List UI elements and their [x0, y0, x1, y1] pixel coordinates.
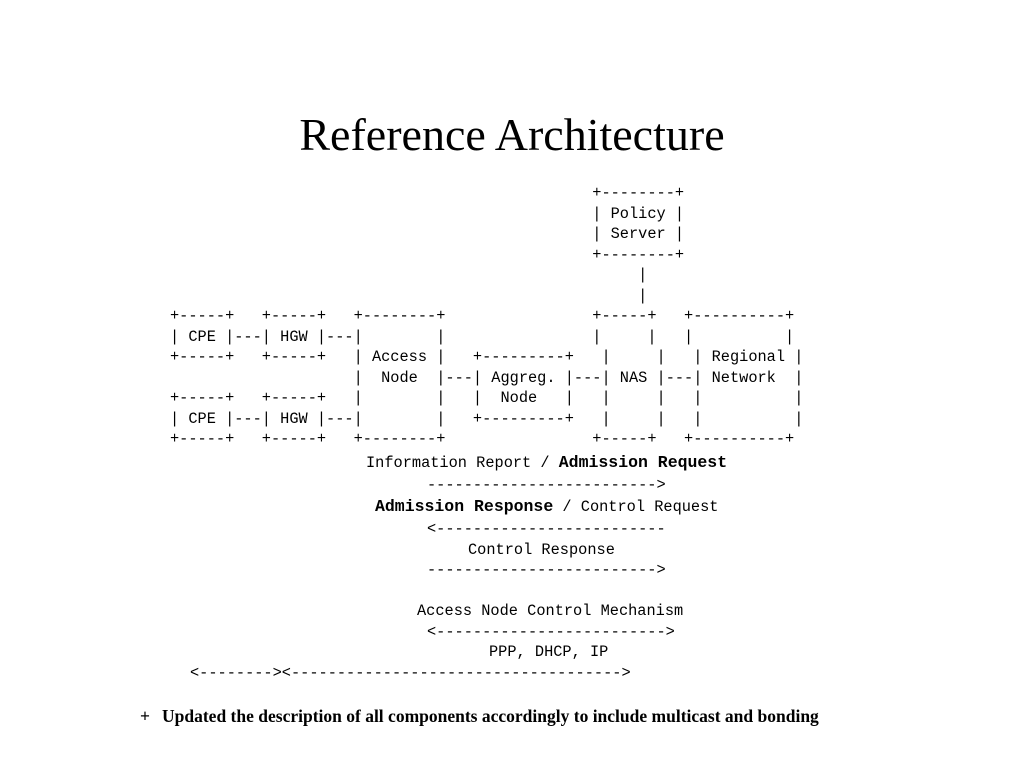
protocols-label: PPP, DHCP, IP: [489, 643, 609, 661]
information-report-line: Information Report / Admission Request: [366, 453, 727, 473]
ancp-label: Access Node Control Mechanism: [417, 602, 684, 620]
control-request-label: / Control Request: [553, 498, 719, 516]
admission-request-label: Admission Request: [558, 453, 728, 472]
protocol-arrows: <--------><-----------------------------…: [190, 664, 631, 682]
admission-response-label: Admission Response: [375, 497, 554, 516]
control-response-arrow-right: ------------------------->: [427, 561, 666, 579]
admission-response-line: Admission Response / Control Request: [375, 497, 718, 517]
request-arrow-right: ------------------------->: [427, 476, 666, 494]
bullet-marker: +: [140, 706, 150, 726]
control-response-label: Control Response: [468, 541, 615, 559]
slide-title: Reference Architecture: [299, 109, 725, 160]
ancp-arrow-bidirectional: <------------------------->: [427, 623, 675, 641]
architecture-box-diagram: +--------+ | Policy | | Server | +------…: [170, 184, 804, 448]
update-note-text: Updated the description of all component…: [162, 706, 819, 726]
update-note-bullet: + Updated the description of all componen…: [140, 705, 819, 727]
response-arrow-left: <-------------------------: [427, 520, 666, 538]
information-report-label: Information Report /: [366, 454, 559, 472]
